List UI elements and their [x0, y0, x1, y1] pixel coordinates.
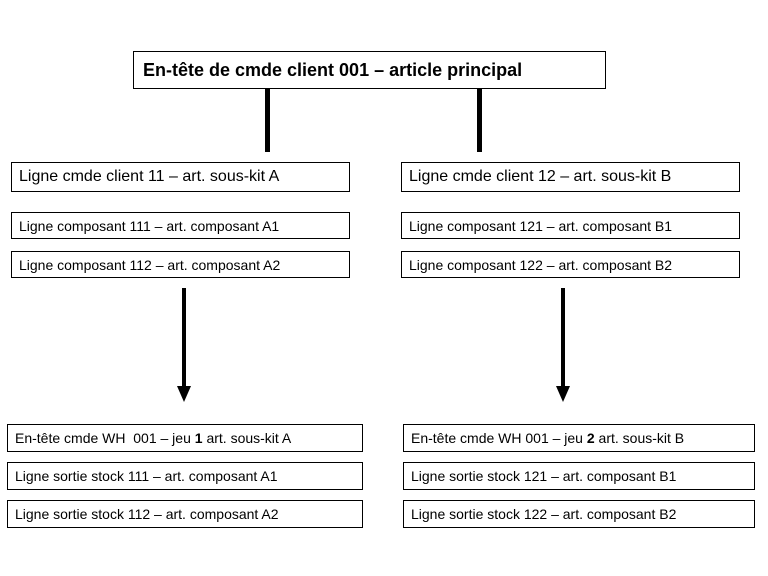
stock-issue-line-122-label: Ligne sortie stock 122 – art. composant … — [411, 506, 677, 522]
stock-issue-line-111-box: Ligne sortie stock 111 – art. composant … — [7, 462, 363, 490]
warehouse-header-set-number: 2 — [586, 430, 595, 446]
component-line-112-box: Ligne composant 112 – art. composant A2 — [11, 251, 350, 278]
order-line-12-label: Ligne cmde client 12 – art. sous-kit B — [409, 168, 672, 185]
stock-issue-line-121-label: Ligne sortie stock 121 – art. composant … — [411, 468, 677, 484]
order-line-11-box: Ligne cmde client 11 – art. sous-kit A — [11, 162, 350, 192]
order-line-11-label: Ligne cmde client 11 – art. sous-kit A — [19, 168, 280, 185]
stock-issue-line-121-box: Ligne sortie stock 121 – art. composant … — [403, 462, 755, 490]
connector-left — [265, 89, 270, 152]
order-line-12-box: Ligne cmde client 12 – art. sous-kit B — [401, 162, 740, 192]
warehouse-header-suffix: art. sous-kit B — [594, 430, 685, 446]
component-line-121-box: Ligne composant 121 – art. composant B1 — [401, 212, 740, 239]
warehouse-header-prefix: En-tête cmde WH 001 – jeu — [411, 430, 587, 446]
warehouse-header-prefix: En-tête cmde WH 001 – jeu — [15, 430, 195, 446]
stock-issue-line-111-label: Ligne sortie stock 111 – art. composant … — [15, 468, 278, 484]
component-line-111-box: Ligne composant 111 – art. composant A1 — [11, 212, 350, 239]
warehouse-header-suffix: art. sous-kit A — [202, 430, 292, 446]
arrow-down-icon — [177, 386, 191, 402]
arrow-right-shaft — [561, 288, 565, 386]
warehouse-order-header-label: En-tête cmde WH 001 – jeu 1 art. sous-ki… — [15, 430, 291, 446]
component-line-122-label: Ligne composant 122 – art. composant B2 — [409, 256, 673, 273]
component-line-122-box: Ligne composant 122 – art. composant B2 — [401, 251, 740, 278]
arrow-left-shaft — [182, 288, 186, 386]
connector-right — [477, 89, 482, 152]
stock-issue-line-112-box: Ligne sortie stock 112 – art. composant … — [7, 500, 363, 528]
sales-order-header-label: En-tête de cmde client 001 – article pri… — [143, 59, 523, 80]
component-line-112-label: Ligne composant 112 – art. composant A2 — [19, 256, 281, 273]
stock-issue-line-112-label: Ligne sortie stock 112 – art. composant … — [15, 506, 279, 522]
warehouse-order-header-001-set2-box: En-tête cmde WH 001 – jeu 2 art. sous-ki… — [403, 424, 755, 452]
warehouse-order-header-label: En-tête cmde WH 001 – jeu 2 art. sous-ki… — [411, 430, 684, 446]
sales-order-header-box: En-tête de cmde client 001 – article pri… — [133, 51, 606, 89]
warehouse-header-set-number: 1 — [194, 430, 203, 446]
stock-issue-line-122-box: Ligne sortie stock 122 – art. composant … — [403, 500, 755, 528]
warehouse-order-header-001-set1-box: En-tête cmde WH 001 – jeu 1 art. sous-ki… — [7, 424, 363, 452]
arrow-down-icon — [556, 386, 570, 402]
component-line-111-label: Ligne composant 111 – art. composant A1 — [19, 217, 280, 234]
component-line-121-label: Ligne composant 121 – art. composant B1 — [409, 217, 673, 234]
